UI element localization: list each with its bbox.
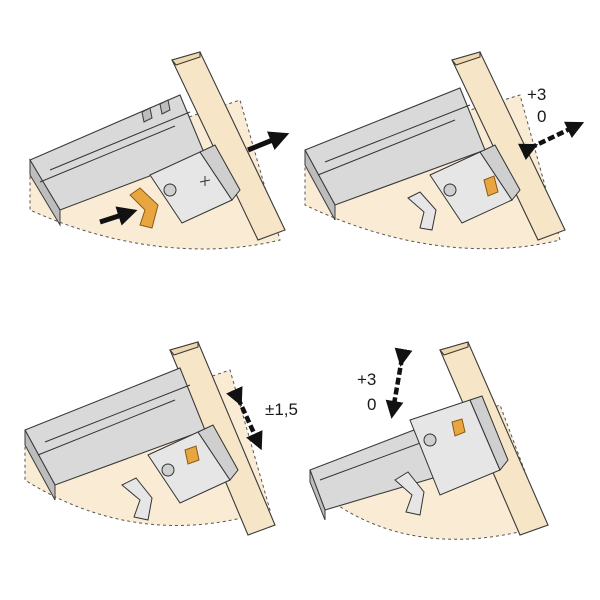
orange-lever [129,187,159,229]
arrow-right-icon [247,131,290,153]
board-edge [171,51,201,66]
arrow-right-icon [99,206,138,226]
step-1-panel [29,51,290,250]
double-arrow-icon [385,347,413,419]
orange-adjuster [483,175,499,197]
lever [394,471,425,516]
adjust-label-bottom: 0 [537,107,546,126]
lever [121,477,153,521]
orange-adjuster [451,418,466,437]
orange-adjuster [184,445,200,465]
double-arrow-icon [226,386,263,451]
adjust-label-bottom: 0 [367,395,376,414]
double-arrow-icon [517,121,585,161]
lever [407,191,437,231]
adjust-label-top: +3 [357,370,376,389]
adjust-label: ±1,5 [265,400,298,419]
adjust-label-top: +3 [527,85,546,104]
step-3-panel: ±1,5 [24,341,298,536]
step-2-panel: +3 0 [304,51,585,250]
step-4-panel: +3 0 [309,341,549,540]
